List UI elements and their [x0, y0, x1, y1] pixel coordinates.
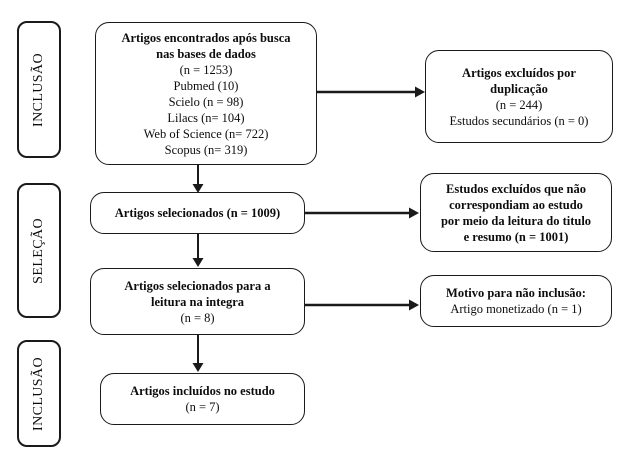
- arrow-selected-to-screening-excluded: [305, 205, 421, 221]
- arrow-identification-to-selected: [190, 165, 206, 194]
- non-inclusion-line-2: Artigo monetizado (n = 1): [450, 302, 582, 316]
- full-text-line-3: (n = 8): [180, 310, 215, 325]
- articles-found-line-3: (n = 1253): [179, 62, 233, 77]
- stage-label-inclusao-top: INCLUSÃO: [31, 52, 46, 127]
- articles-found-box: Artigos encontrados após busca nas bases…: [95, 22, 317, 165]
- arrow-identification-to-duplicates: [317, 84, 427, 100]
- articles-included-line-2: (n = 7): [185, 400, 220, 414]
- full-text-line-1: Artigos selecionados para a: [124, 278, 271, 293]
- duplicates-excluded-line-3: (n = 244): [495, 97, 543, 112]
- screening-excluded-line-3: por meio da leitura do titulo: [440, 213, 592, 228]
- articles-found-line-4: Pubmed (10): [173, 78, 239, 93]
- screening-excluded-line-1: Estudos excluídos que não: [446, 181, 586, 196]
- full-text-reading-box: Artigos selecionados para a leitura na i…: [90, 268, 305, 335]
- arrow-selected-to-full-text: [190, 234, 206, 268]
- duplicates-excluded-box: Artigos excluídos por duplicação (n = 24…: [425, 50, 613, 143]
- articles-included-box: Artigos incluídos no estudo (n = 7): [100, 373, 305, 425]
- stage-label-selecao: SELEÇÃO: [31, 217, 46, 284]
- duplicates-excluded-line-1: Artigos excluídos por: [462, 65, 576, 80]
- articles-found-line-2: nas bases de dados: [156, 46, 256, 61]
- screening-excluded-box: Estudos excluídos que não correspondiam …: [420, 173, 612, 252]
- duplicates-excluded-line-2: duplicação: [490, 81, 548, 96]
- full-text-line-2: leitura na integra: [150, 294, 245, 309]
- articles-found-line-6: Lilacs (n= 104): [167, 110, 245, 125]
- articles-selected-line-1: Artigos selecionados (n = 1009): [114, 206, 281, 220]
- articles-found-line-1: Artigos encontrados após busca: [121, 30, 291, 45]
- non-inclusion-line-1: Motivo para não inclusão:: [446, 286, 586, 300]
- articles-found-line-8: Scopus (n= 319): [164, 142, 248, 157]
- non-inclusion-reason-box: Motivo para não inclusão: Artigo monetiz…: [420, 275, 612, 327]
- screening-excluded-line-4: e resumo (n = 1001): [463, 229, 569, 244]
- articles-included-line-1: Artigos incluídos no estudo: [130, 384, 275, 398]
- articles-found-line-5: Scielo (n = 98): [168, 94, 244, 109]
- stage-label-inclusao-bottom: INCLUSÃO: [31, 356, 46, 431]
- articles-selected-box: Artigos selecionados (n = 1009): [90, 192, 305, 234]
- screening-excluded-line-2: correspondiam ao estudo: [449, 197, 583, 212]
- articles-found-line-7: Web of Science (n= 722): [143, 126, 269, 141]
- duplicates-excluded-line-4: Estudos secundários (n = 0): [449, 113, 589, 128]
- stage-box-inclusao-top: INCLUSÃO: [17, 21, 61, 158]
- arrow-full-text-to-included: [190, 335, 206, 373]
- stage-box-selecao: SELEÇÃO: [17, 183, 61, 318]
- arrow-full-text-to-eligibility-excluded: [305, 297, 421, 313]
- stage-box-inclusao-bottom: INCLUSÃO: [17, 340, 61, 447]
